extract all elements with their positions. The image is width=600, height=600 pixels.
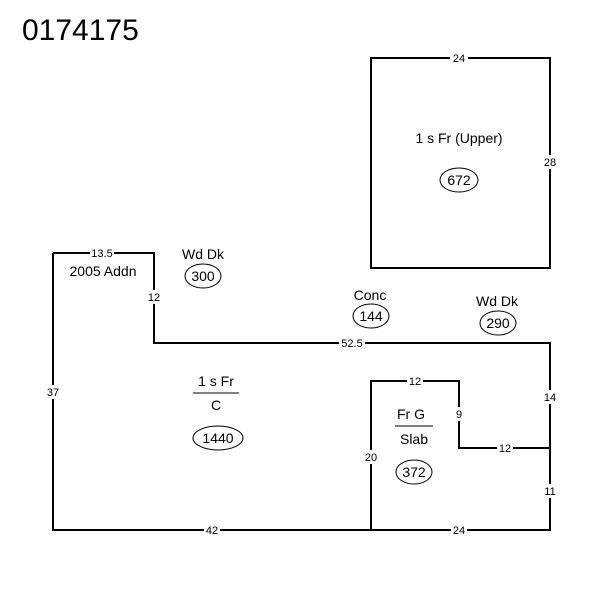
dim-main-top-left: 13.5 [91, 248, 112, 260]
dim-upper-top: 24 [453, 53, 465, 65]
upper-sqft: 672 [447, 172, 471, 188]
upper-floor-outline [370, 57, 551, 269]
deck1-label: Wd Dk [182, 246, 225, 262]
dim-main-right-upper: 14 [544, 392, 556, 404]
garage-label-bottom: Slab [400, 431, 428, 447]
sketch-id-title: 0174175 [22, 14, 139, 47]
dim-main-top: 52.5 [341, 338, 362, 350]
main-sqft: 1440 [202, 430, 233, 446]
upper-sqft-oval [439, 167, 479, 193]
main-sqft-oval [192, 425, 244, 451]
conc-sqft-oval [352, 303, 390, 329]
dim-main-right-lower: 11 [544, 486, 555, 498]
garage-sqft-oval [395, 459, 433, 485]
conc-label: Conc [354, 287, 387, 303]
main-label-bottom: C [211, 397, 221, 413]
garage-label-top: Fr G [397, 406, 425, 422]
conc-sqft: 144 [359, 308, 383, 324]
dim-main-bottom-right: 24 [453, 525, 465, 537]
addn-label: 2005 Addn [70, 263, 137, 279]
garage-sqft: 372 [402, 464, 426, 480]
main-label-top: 1 s Fr [198, 373, 234, 389]
dim-upper-right: 28 [544, 157, 556, 169]
deck2-sqft-oval [479, 310, 517, 336]
dim-main-step: 12 [148, 292, 160, 304]
dim-garage-mid: 12 [499, 443, 511, 455]
dim-main-left: 37 [47, 387, 59, 399]
deck2-sqft: 290 [486, 315, 510, 331]
dim-main-bottom-left: 42 [206, 525, 218, 537]
deck1-sqft-oval [184, 263, 222, 289]
dim-garage-left: 20 [365, 452, 377, 464]
main-outline [52, 252, 551, 531]
upper-label: 1 s Fr (Upper) [415, 130, 502, 146]
deck1-sqft: 300 [191, 268, 215, 284]
dim-garage-top: 12 [409, 376, 421, 388]
deck2-label: Wd Dk [476, 293, 519, 309]
dim-garage-step: 9 [456, 409, 462, 421]
garage-outline [370, 380, 550, 530]
